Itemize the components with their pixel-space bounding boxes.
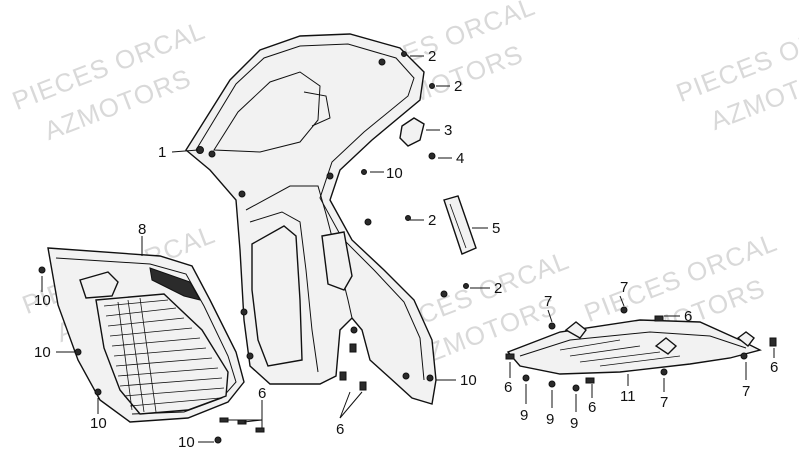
- front-shield-part: [185, 33, 448, 405]
- callout-clip-tray-mid: 6: [588, 399, 596, 416]
- callout-clip-tray-left: 6: [504, 379, 512, 396]
- callout-clip-lower-a: 6: [258, 385, 266, 402]
- callout-bolt-4: 4: [456, 150, 464, 167]
- callout-side-panel: 8: [138, 221, 146, 238]
- callout-bolt-tray-a: 7: [620, 279, 628, 296]
- callout-screw-9c: 9: [570, 415, 578, 432]
- side-panel-part: [47, 247, 245, 423]
- callout-labels: 1 2 2 3 4 10 2 5 2 10 8 10 10 10 10 6 6 …: [34, 48, 778, 451]
- callout-bolt-left-b: 10: [34, 344, 51, 361]
- hook-part: [399, 117, 425, 147]
- callout-screw-right: 2: [494, 280, 502, 297]
- callout-reflector: 5: [492, 220, 500, 237]
- under-tray-part: [506, 319, 762, 375]
- callout-bolt-tray-d: 7: [742, 383, 750, 400]
- callout-screw-9a: 9: [520, 407, 528, 424]
- callout-bolt-left-c: 10: [90, 415, 107, 432]
- callout-bolt-tray-c: 7: [660, 394, 668, 411]
- callout-bolt-left-d: 10: [178, 434, 195, 451]
- callout-bolt-left-a: 10: [34, 292, 51, 309]
- shield-recess: [251, 225, 303, 367]
- reflector-part: [443, 195, 477, 255]
- callout-hook: 3: [444, 122, 452, 139]
- callout-screw-9b: 9: [546, 411, 554, 428]
- callout-clip-lower-b: 6: [336, 421, 344, 438]
- callout-clip-tray-right: 6: [684, 308, 692, 325]
- callout-under-tray: 11: [620, 388, 636, 405]
- callout-bolt-upper: 10: [386, 165, 403, 182]
- callout-front-shield: 1: [158, 144, 166, 161]
- callout-bolt-tray-b: 7: [544, 293, 552, 310]
- callout-screw-upper-b: 2: [454, 78, 462, 95]
- leader-lines: [41, 55, 775, 443]
- callout-bolt-center: 10: [460, 372, 477, 389]
- callout-clip-tray-far: 6: [770, 359, 778, 376]
- callout-screw-upper-a: 2: [428, 48, 436, 65]
- callout-screw-mid: 2: [428, 212, 436, 229]
